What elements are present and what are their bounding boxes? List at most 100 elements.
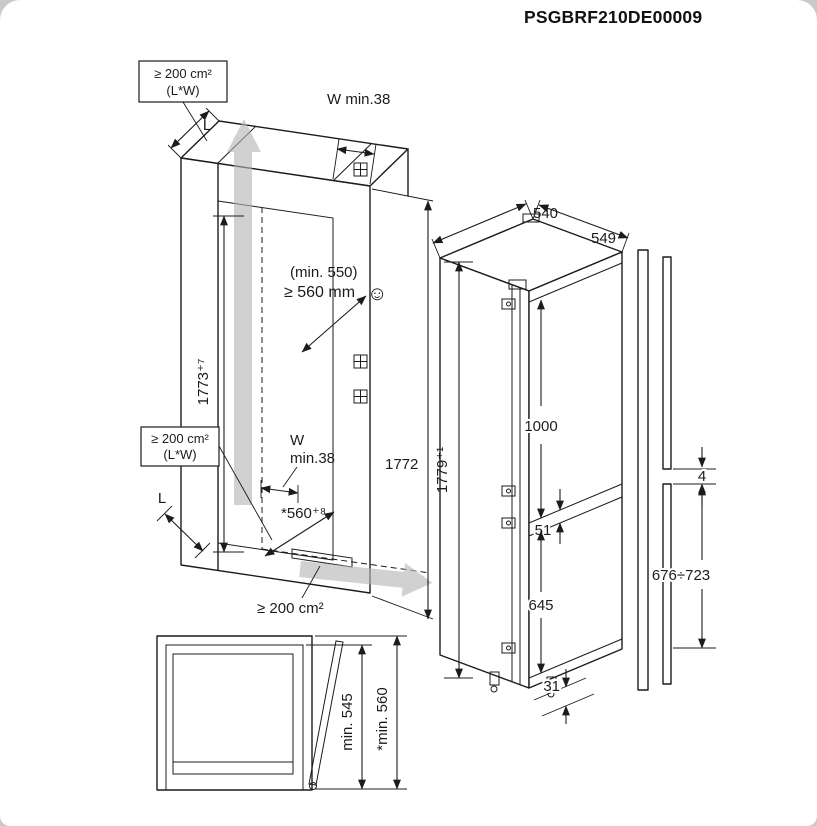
dim-plinth-gap: 31 — [533, 669, 595, 724]
dim-floor-depth: *560⁺⁸ — [264, 505, 335, 557]
appliance-side-face — [528, 251, 623, 689]
hinge-bracket-icon — [501, 298, 516, 310]
vent-side-line2: (L*W) — [163, 447, 196, 462]
label-wall-bottom-min: min.38 — [290, 450, 335, 467]
dim-top-view-depths: min. 545 *min. 560 — [306, 635, 407, 790]
hinge-pin — [506, 645, 511, 651]
dim-line — [336, 146, 375, 157]
dim-line — [432, 203, 527, 244]
vent-top-line1: ≥ 200 cm² — [154, 66, 212, 81]
hinge-bracket-icon — [501, 642, 516, 654]
niche-cabinet — [180, 120, 431, 594]
appliance-drawing — [439, 213, 623, 698]
bracket-mid2-cross — [354, 390, 367, 403]
vent-top-box — [138, 60, 228, 103]
hinge-bracket-icon — [501, 485, 516, 497]
leader-line — [282, 466, 298, 488]
appliance-top-view — [172, 653, 294, 775]
roller-wheel — [490, 685, 498, 693]
lower-door-panel — [662, 483, 672, 685]
dim-wall-bottom: W min.38 — [260, 432, 335, 503]
vent-label-top: ≥ 200 cm² (L*W) — [138, 60, 228, 142]
dim-fridge-door: 1000 — [522, 299, 560, 519]
floor-hidden-line — [261, 548, 431, 574]
ext-line — [371, 188, 434, 202]
dim-depth-bottom-L: L — [156, 490, 211, 559]
open-door-top-view — [308, 640, 344, 786]
label-panel-range: 676÷723 — [652, 567, 710, 584]
ext-line — [524, 199, 534, 220]
dim-line — [538, 204, 629, 239]
dim-niche-height: 1773⁺⁷ — [195, 215, 244, 553]
label-freezer-door: 645 — [528, 597, 553, 614]
drawing-code: PSGBRF210DE00009 — [524, 7, 703, 27]
label-depth-rec: ≥ 560 mm — [284, 284, 355, 301]
label-appliance-depth: 549 — [591, 230, 616, 247]
dim-panel-gap: 4 — [673, 447, 716, 506]
hinge-mid2 — [501, 517, 516, 529]
appliance-front-face — [439, 257, 530, 689]
dim-freezer-door: 645 — [526, 530, 556, 674]
label-topview-depth-min: min. 545 — [339, 693, 356, 751]
mounting-bracket-icon — [353, 389, 368, 404]
dim-line — [170, 110, 210, 149]
dim-front-height: 1772 — [371, 188, 434, 620]
door-hinge-pivot — [309, 782, 317, 790]
bracket-mid1-cross — [354, 355, 367, 368]
dim-line — [264, 511, 335, 557]
appliance-foot — [489, 671, 500, 686]
ext-line — [205, 107, 220, 122]
label-front-height: 1772 — [385, 456, 418, 473]
vent-label-bottom: ≥ 200 cm² — [257, 565, 324, 617]
vent-side-box — [140, 426, 220, 467]
vent-top-line2: (L*W) — [166, 83, 199, 98]
door-top-trim — [528, 262, 623, 303]
label-appliance-height: 1779⁺¹ — [434, 447, 451, 493]
dim-wall-top: W min.38 — [327, 91, 390, 185]
niche-wall-inner-lines — [165, 644, 304, 790]
dim-panel-range: 676÷723 — [650, 483, 716, 649]
vent-bottom-label: ≥ 200 cm² — [257, 600, 324, 617]
top-view-drawing — [156, 635, 344, 791]
mounting-bracket-icon — [353, 162, 368, 177]
hinge-bracket-icon — [501, 517, 516, 529]
ext-line — [541, 693, 595, 717]
dim-line — [164, 513, 204, 552]
dim-depth-top-L: L — [167, 107, 220, 159]
vent-bottom-leader — [301, 565, 321, 599]
label-floor-depth: *560⁺⁸ — [281, 505, 326, 522]
hinge-top — [501, 298, 516, 310]
smiley-icon: ☺ — [367, 283, 387, 305]
hinge-mid1 — [501, 485, 516, 497]
door-divider-bottom — [528, 496, 623, 537]
airflow-up-arrow-icon — [227, 119, 261, 505]
airflow-arrows — [227, 119, 433, 597]
ext-line — [532, 199, 541, 220]
bracket-top-cross — [354, 163, 367, 176]
label-niche-height: 1773⁺⁷ — [195, 359, 212, 406]
label-depth-bottom: L — [158, 490, 166, 507]
hinge-pin — [506, 488, 511, 494]
hinge-pin — [506, 301, 511, 307]
label-wall-top: W min.38 — [327, 91, 390, 108]
top-hinge-cover — [508, 279, 527, 290]
label-depth-top: L — [203, 117, 211, 134]
dim-niche-depth: (min. 550) ≥ 560 mm ☺ — [284, 264, 387, 353]
label-wall-bottom-w: W — [290, 432, 305, 449]
ext-line — [167, 144, 182, 159]
label-topview-depth-rec: *min. 560 — [374, 687, 391, 750]
niche-outline-top-view — [156, 635, 313, 791]
airflow-out-arrow-icon — [299, 561, 433, 597]
dim-appliance-depth: 549 — [532, 199, 630, 253]
ext-line — [533, 677, 587, 701]
dim-line — [260, 485, 299, 496]
label-hinge-gap: 51 — [535, 522, 552, 539]
ext-line — [332, 138, 340, 180]
hinge-pin — [506, 520, 511, 526]
label-depth-min: (min. 550) — [290, 264, 358, 281]
vent-label-side: ≥ 200 cm² (L*W) — [140, 426, 273, 541]
dim-line — [301, 295, 367, 353]
ext-line — [156, 505, 173, 522]
